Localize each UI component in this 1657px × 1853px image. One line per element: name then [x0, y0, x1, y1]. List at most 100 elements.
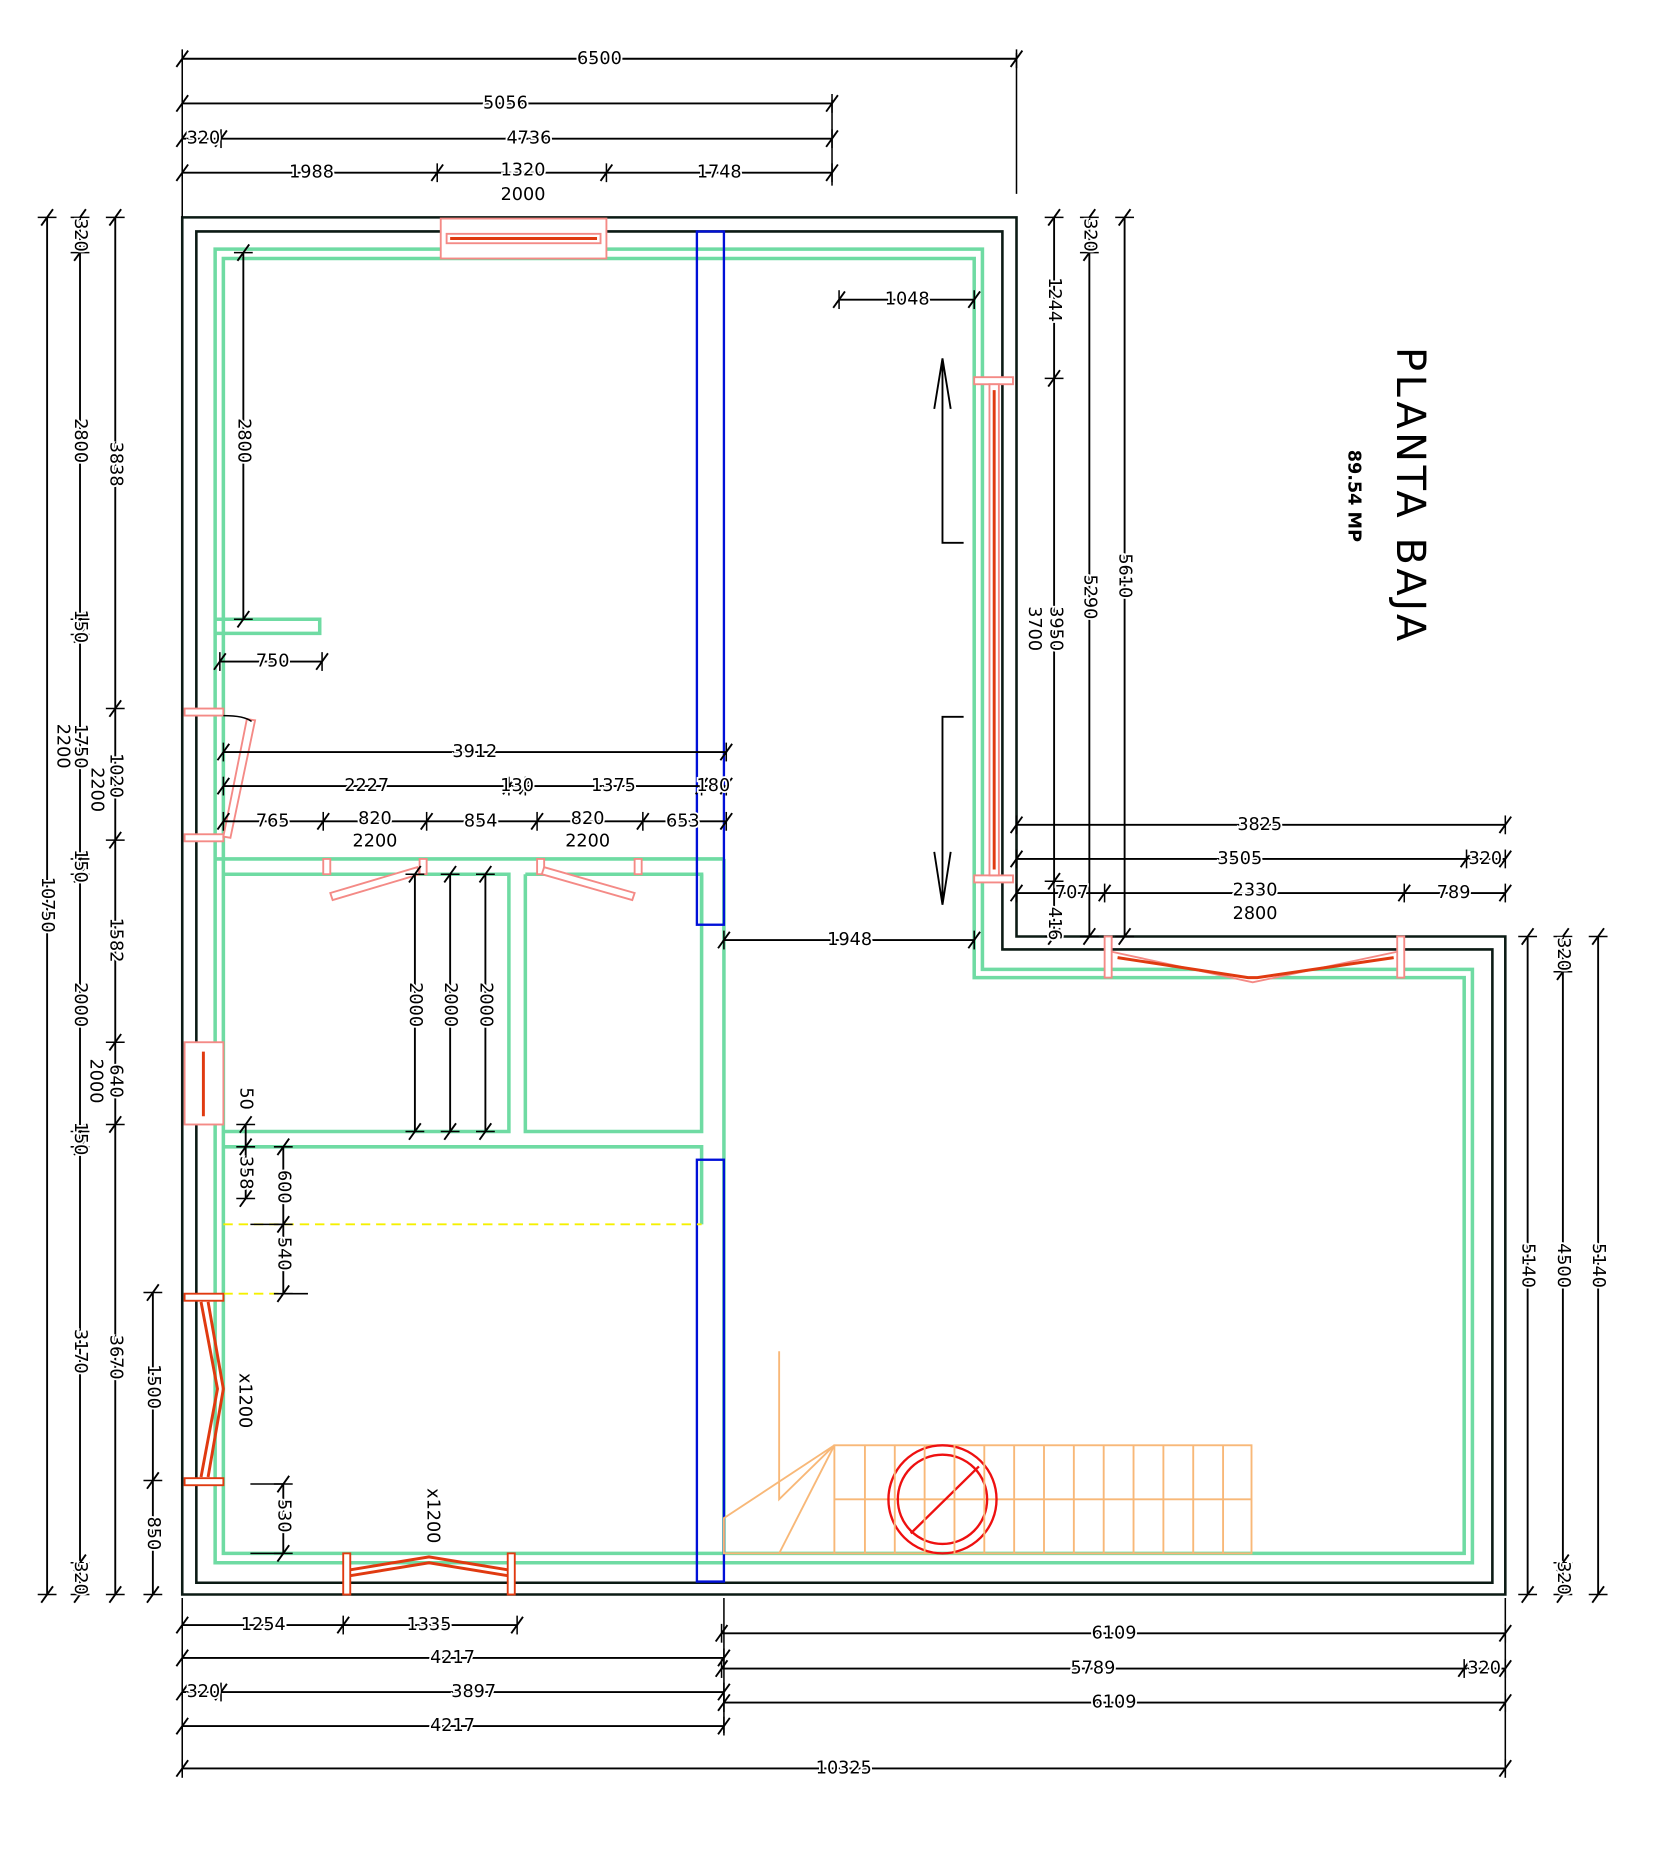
dimension-label-left-b: 1020 [105, 753, 125, 798]
window-casement-left-top [183, 1292, 225, 1302]
dimension-label-interior: 820 [571, 809, 605, 829]
dimension-label-top: 4736 [506, 129, 551, 149]
arrow-down [933, 715, 964, 905]
dimension-label-interior: 1375 [591, 776, 636, 796]
dimension-label-right-c: 5610 [1115, 553, 1135, 598]
dimension-label-right-b: 320 [1079, 218, 1099, 252]
dimension-label-bottom: 4217 [430, 1648, 475, 1668]
outer-wall-interior [195, 230, 1494, 1585]
dimension-label-left-b: 2200 [86, 767, 106, 812]
dimension-label-left-b: 640 [105, 1064, 125, 1098]
direction-arrows [933, 358, 964, 905]
dimension-label-left-b: 2000 [85, 1059, 105, 1104]
dimension-label-interior: 540 [273, 1237, 293, 1271]
dimension-label-interior: 2227 [344, 776, 389, 796]
dimension-label-right-horizontal: 3505 [1217, 849, 1262, 869]
dimension-label-interior: 820 [358, 809, 392, 829]
dimension-label-right-a: 1244 [1044, 277, 1064, 322]
dimension-label-interior: 130 [500, 776, 534, 796]
walls [180, 216, 1507, 1596]
dimension-label-top: 6500 [577, 49, 622, 69]
dimension-label-top: 5056 [483, 93, 528, 113]
stair-circle-slash [909, 1465, 980, 1535]
finish-line-inner [221, 256, 1466, 1556]
dimension-label-interior: 2000 [440, 982, 460, 1027]
dimension-label-interior: 180 [697, 776, 731, 796]
dimension-label-left-b: 1582 [105, 918, 125, 963]
dimension-label-left-a: 320 [70, 1561, 90, 1595]
dimension-label-left-a: 3170 [70, 1329, 90, 1374]
dimension-label-left-a: 2200 [52, 724, 72, 769]
window-casement-left-bottom [183, 1477, 225, 1487]
dimension-label-left-a: 150 [70, 849, 90, 883]
dimension-label-left-b: 3670 [105, 1335, 125, 1380]
dimension-label-right-a: 3950 [1045, 606, 1065, 651]
dimension-label-left-a: 2800 [70, 418, 90, 463]
window-south-glass [1117, 956, 1394, 980]
window-south-jamb-right [1396, 935, 1406, 979]
dimension-label-interior: 358 [236, 1156, 256, 1190]
stair-circle-outer [887, 1444, 998, 1555]
dimension-lines [37, 49, 1608, 1778]
door-1-leaf [329, 866, 421, 902]
dimension-label-right-horizontal: 2800 [1233, 904, 1278, 924]
dimension-label-right-b: 5290 [1079, 574, 1099, 619]
dimension-label-interior: x1200 [235, 1373, 255, 1428]
dimension-label-right-a: 3700 [1024, 606, 1044, 651]
interior-wall-corridor [215, 857, 726, 1554]
window-right-jamb-top [973, 376, 1014, 386]
dimension-label-interior: 854 [464, 811, 498, 831]
dimension-label-bottom: 3897 [451, 1682, 496, 1702]
dimension-label-right-lower: 320 [1553, 1561, 1573, 1595]
dimension-label-interior: 2200 [565, 831, 610, 851]
dimension-label-bottom: 10325 [816, 1758, 872, 1778]
dimension-label-right-horizontal: 3825 [1237, 815, 1282, 835]
dimension-label-interior: 1948 [827, 930, 872, 950]
dimension-label-interior: 1048 [885, 290, 930, 310]
dimension-label-interior: 2000 [405, 982, 425, 1027]
outer-wall-exterior [180, 216, 1507, 1596]
dimension-label-right-horizontal: 2330 [1233, 881, 1278, 901]
dimension-label-right-horizontal: 320 [1469, 849, 1503, 869]
finish-line-outer [213, 247, 1475, 1565]
door-1-jamb-left [322, 857, 332, 876]
window-right-jamb-bottom [973, 874, 1014, 884]
dimension-label-left-a: 320 [70, 218, 90, 252]
dimension-label-interior: 3912 [452, 742, 497, 762]
dimension-label-right-lower: 320 [1553, 937, 1573, 971]
dimension-label-right-lower: 4500 [1553, 1243, 1573, 1288]
dimension-label-left-a: 150 [70, 609, 90, 643]
dimension-label-interior: 530 [273, 1499, 293, 1533]
door-left-leaf [222, 718, 257, 839]
dimension-label-left-c: 1500 [143, 1364, 163, 1409]
dimension-label-bottom: 4217 [430, 1716, 475, 1736]
dimension-label-left-b: 3838 [105, 442, 125, 487]
window-south-jamb-left [1103, 935, 1113, 979]
window-bottom-leaves [350, 1555, 508, 1572]
dimension-label-interior: 2000 [475, 982, 495, 1027]
dimension-label-interior: 765 [256, 811, 290, 831]
dimension-label-left-c: 850 [143, 1517, 163, 1551]
dimension-label-interior: 2800 [233, 418, 253, 463]
dimension-label-right-a: 416 [1044, 907, 1064, 941]
door-2-jamb-right [633, 857, 643, 876]
dimension-label-left-a: 150 [70, 1122, 90, 1156]
door-2-leaf [540, 866, 636, 902]
window-bottom-jamb-left [342, 1552, 352, 1596]
stair-winder [722, 1351, 836, 1555]
structural-columns [695, 230, 726, 1583]
dimension-label-bottom: 5789 [1070, 1659, 1115, 1679]
dimension-label-left-a: 2000 [70, 982, 90, 1027]
dimension-label-interior: 50 [236, 1087, 256, 1109]
dimension-label-left-a: 1750 [70, 724, 90, 769]
windows [183, 217, 1406, 1596]
window-bottom-leaves-2 [350, 1561, 508, 1578]
window-casement-left-leaves [199, 1301, 219, 1478]
door-left-jamb-top [183, 707, 225, 717]
dimension-label-interior: 600 [273, 1170, 293, 1204]
window-bottom-jamb-right [506, 1552, 516, 1596]
dimension-label-right-horizontal: 789 [1437, 883, 1471, 903]
plan-area: 89.54 MP [1344, 450, 1364, 542]
dimension-label-bottom: 320 [187, 1682, 221, 1702]
